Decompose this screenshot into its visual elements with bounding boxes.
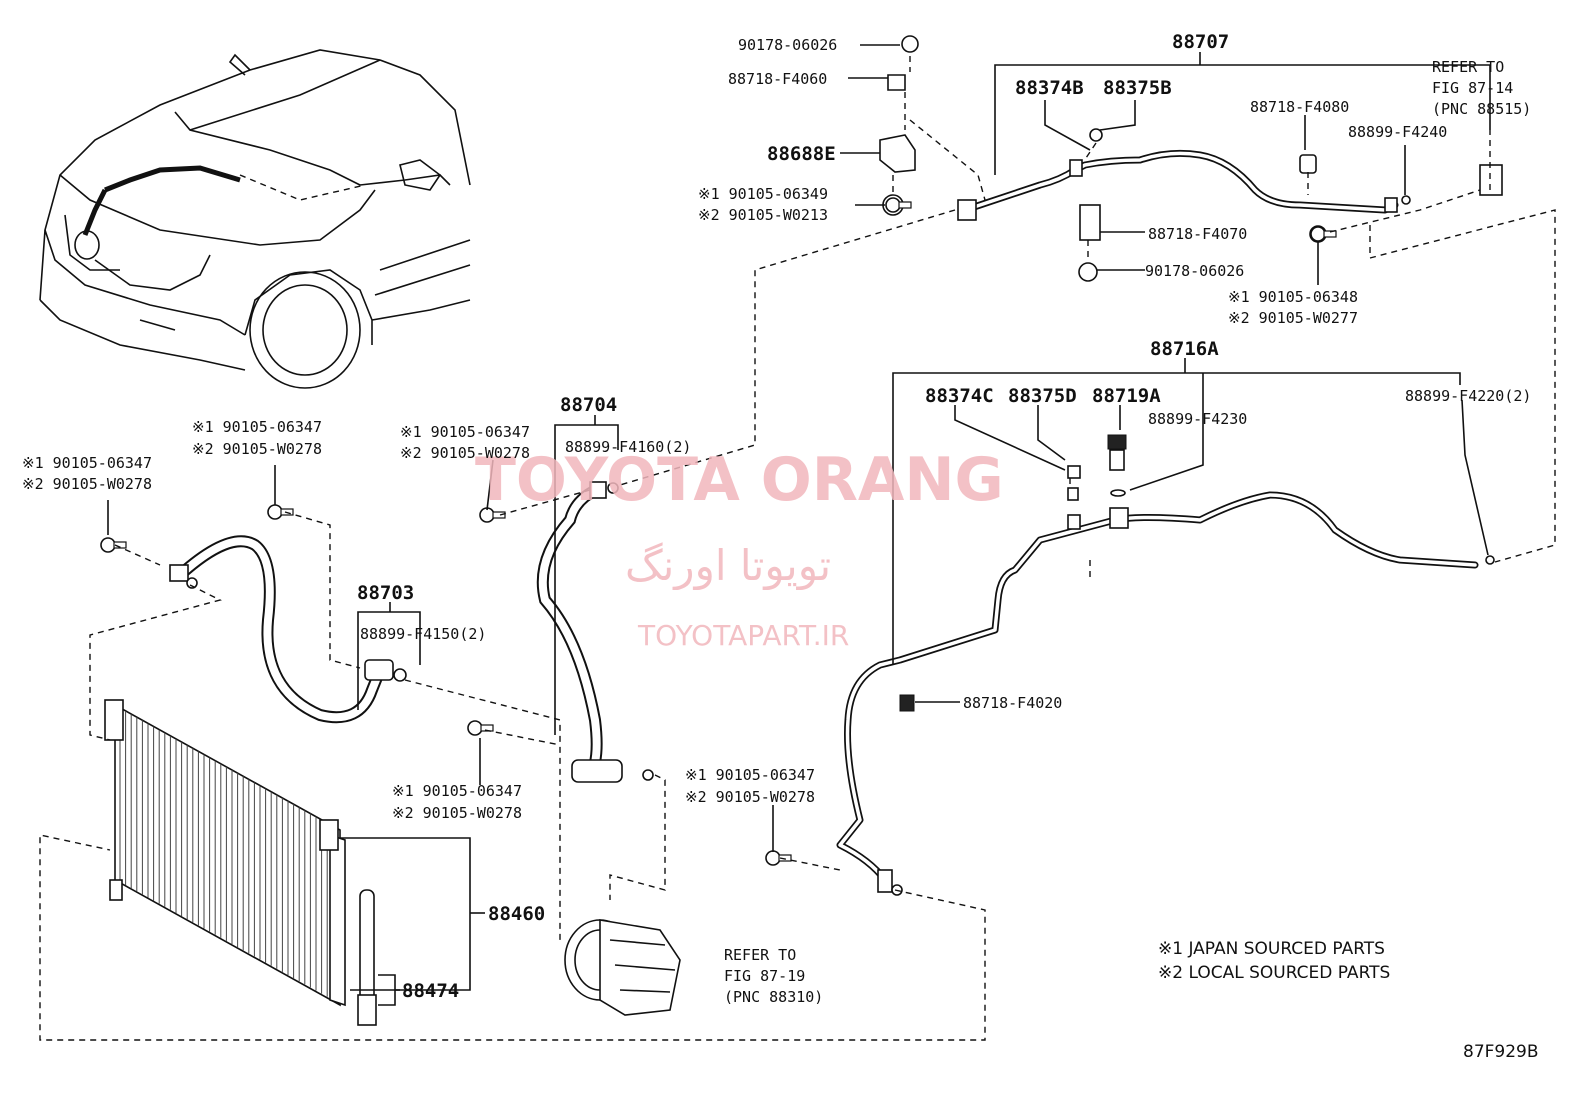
label-88899-f4240: 88899-F4240	[1348, 123, 1447, 141]
label-refer-to-b: REFER TO	[724, 946, 796, 964]
label-pnc-88515: (PNC 88515)	[1432, 100, 1531, 118]
vehicle-sketch	[39, 49, 471, 389]
label-bolt-2-top: ※2 90105-W0213	[698, 206, 828, 224]
pipe-88716a	[836, 434, 1495, 896]
label-bolt-2-m: ※2 90105-W0278	[400, 444, 530, 462]
label-88460: 88460	[488, 903, 545, 925]
label-88899-f4230: 88899-F4230	[1148, 410, 1247, 428]
label-bolt-1-m: ※1 90105-06347	[400, 423, 530, 441]
figure-code: 87F929B	[1463, 1042, 1539, 1062]
label-88474: 88474	[402, 980, 459, 1002]
label-bolt-1-b: ※1 90105-06347	[685, 766, 815, 784]
label-bolt-1-l: ※1 90105-06347	[192, 418, 322, 436]
part-labels: 90178-06026 88718-F4060 88688E ※1 90105-…	[22, 31, 1539, 1062]
label-88899-f4220: 88899-F4220(2)	[1405, 387, 1531, 405]
watermark-line-2: تویوتا اورنگ	[625, 541, 831, 590]
leader-lines	[107, 44, 1491, 1006]
bolt-icon	[885, 197, 912, 213]
label-refer-to-a: REFER TO	[1432, 58, 1504, 76]
label-88704: 88704	[560, 394, 617, 416]
pipe-88707	[957, 128, 1503, 282]
label-88718-f4020: 88718-F4020	[963, 694, 1062, 712]
label-bolt-2-ll: ※2 90105-W0278	[22, 475, 152, 493]
label-88703: 88703	[357, 582, 414, 604]
label-88374b: 88374B	[1015, 77, 1084, 99]
watermark-line-3: TOYOTAPART.IR	[637, 619, 849, 652]
bolt-icon	[1310, 226, 1337, 242]
compressor	[564, 919, 681, 1016]
bracket-88688e	[879, 35, 919, 216]
label-88716a: 88716A	[1150, 338, 1219, 360]
hose-88703	[169, 535, 407, 724]
label-88707: 88707	[1172, 31, 1229, 53]
label-88718-f4070: 88718-F4070	[1148, 225, 1247, 243]
bolt-icon	[267, 504, 294, 520]
label-90178-06026-a: 90178-06026	[738, 36, 837, 54]
watermark: TOYOTA ORANG تویوتا اورنگ TOYOTAPART.IR	[475, 445, 1004, 652]
label-88899-f4160: 88899-F4160(2)	[565, 438, 691, 456]
label-88375d: 88375D	[1008, 385, 1077, 407]
label-bolt-2-l: ※2 90105-W0278	[192, 440, 322, 458]
label-88719a: 88719A	[1092, 385, 1161, 407]
note-japan-sourced: ※1 JAPAN SOURCED PARTS	[1158, 939, 1385, 959]
label-bolt-1-top: ※1 90105-06349	[698, 185, 828, 203]
label-fig-87-14: FIG 87-14	[1432, 79, 1513, 97]
bolts	[100, 197, 1337, 866]
label-88688e: 88688E	[767, 143, 836, 165]
watermark-line-1: TOYOTA ORANG	[475, 445, 1004, 515]
bolt-icon	[100, 537, 127, 553]
label-bolt-1-r: ※1 90105-06348	[1228, 288, 1358, 306]
condenser-assembly	[104, 699, 377, 1026]
label-pnc-88310: (PNC 88310)	[724, 988, 823, 1006]
label-88899-f4150: 88899-F4150(2)	[360, 625, 486, 643]
label-88718-f4060: 88718-F4060	[728, 70, 827, 88]
note-local-sourced: ※2 LOCAL SOURCED PARTS	[1158, 963, 1390, 983]
label-88375b: 88375B	[1103, 77, 1172, 99]
label-90178-06026-b: 90178-06026	[1145, 262, 1244, 280]
label-88374c: 88374C	[925, 385, 994, 407]
bolt-icon	[765, 850, 792, 866]
bolt-icon	[467, 720, 494, 736]
label-fig-87-19: FIG 87-19	[724, 967, 805, 985]
label-bolt-2-b: ※2 90105-W0278	[685, 788, 815, 806]
label-bolt-1-c: ※1 90105-06347	[392, 782, 522, 800]
label-88718-f4080: 88718-F4080	[1250, 98, 1349, 116]
dashed-routing	[39, 56, 1556, 1041]
label-bolt-1-ll: ※1 90105-06347	[22, 454, 152, 472]
label-bolt-2-c: ※2 90105-W0278	[392, 804, 522, 822]
label-bolt-2-r: ※2 90105-W0277	[1228, 309, 1358, 327]
